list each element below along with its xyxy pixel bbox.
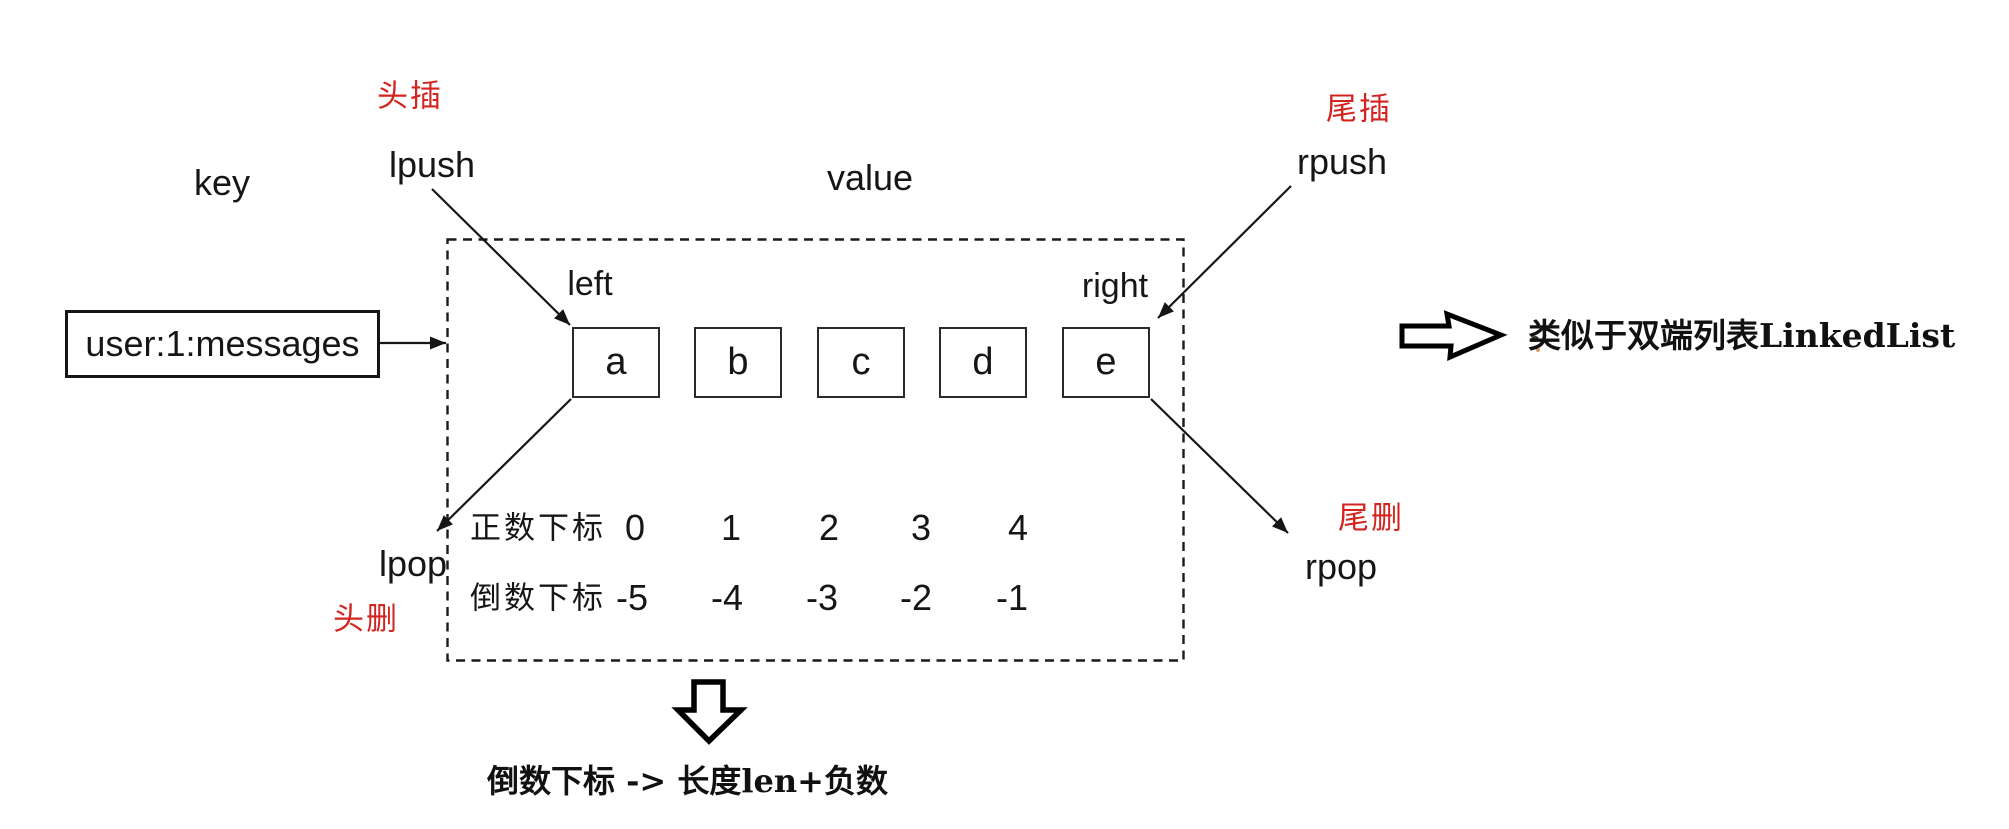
positive-index-row-label: 正数下标: [470, 510, 606, 546]
lpush-arrow: [431, 188, 571, 326]
linkedlist-note: 类似于双端列表LinkedList: [1528, 316, 1956, 355]
block-arrow-down-icon: [671, 679, 748, 745]
key-box-text: user:1:messages: [85, 323, 360, 364]
list-cell-a: a: [572, 327, 660, 398]
block-arrow-right-icon: [1399, 310, 1508, 361]
rpush-label: rpush: [1296, 141, 1388, 182]
list-cell-d: d: [939, 327, 1027, 398]
lpop-arrow: [436, 398, 572, 532]
negative-index-2: -3: [805, 577, 839, 618]
tail-insert-label: 尾插: [1326, 91, 1392, 127]
negative-index-4: -1: [995, 577, 1029, 618]
negative-index-row-label: 倒数下标: [470, 580, 606, 616]
list-cell-b: b: [694, 327, 782, 398]
value-dashed-box: [446, 238, 1185, 662]
cell-value: d: [972, 341, 994, 383]
positive-index-4: 4: [1007, 507, 1029, 548]
lpop-label: lpop: [378, 543, 448, 584]
cell-value: a: [605, 341, 627, 383]
negative-index-1: -4: [710, 577, 744, 618]
positive-index-0: 0: [624, 507, 646, 548]
stray-ink-dot: [1531, 336, 1539, 342]
rpush-arrow: [1157, 185, 1292, 319]
list-cell-e: e: [1062, 327, 1150, 398]
stray-ink-dot-small: [1536, 348, 1540, 352]
head-insert-label: 头插: [377, 78, 443, 114]
rpop-label: rpop: [1304, 546, 1378, 587]
negative-index-3: -2: [899, 577, 933, 618]
lpush-label: lpush: [388, 144, 476, 185]
key-label: key: [193, 162, 251, 203]
positive-index-1: 1: [720, 507, 742, 548]
key-box: user:1:messages: [65, 310, 380, 378]
list-cell-c: c: [817, 327, 905, 398]
rpop-arrow: [1150, 398, 1289, 534]
tail-delete-label: 尾删: [1338, 500, 1404, 536]
head-delete-label: 头删: [333, 601, 399, 637]
negative-index-formula-note: 倒数下标 -> 长度len+负数: [487, 762, 888, 800]
positive-index-3: 3: [910, 507, 932, 548]
cell-value: e: [1095, 341, 1117, 383]
left-endpoint-label: left: [567, 265, 613, 303]
negative-index-0: -5: [615, 577, 649, 618]
positive-index-2: 2: [818, 507, 840, 548]
right-endpoint-label: right: [1081, 267, 1149, 305]
cell-value: c: [851, 341, 871, 383]
cell-value: b: [727, 341, 749, 383]
value-label: value: [826, 157, 914, 198]
